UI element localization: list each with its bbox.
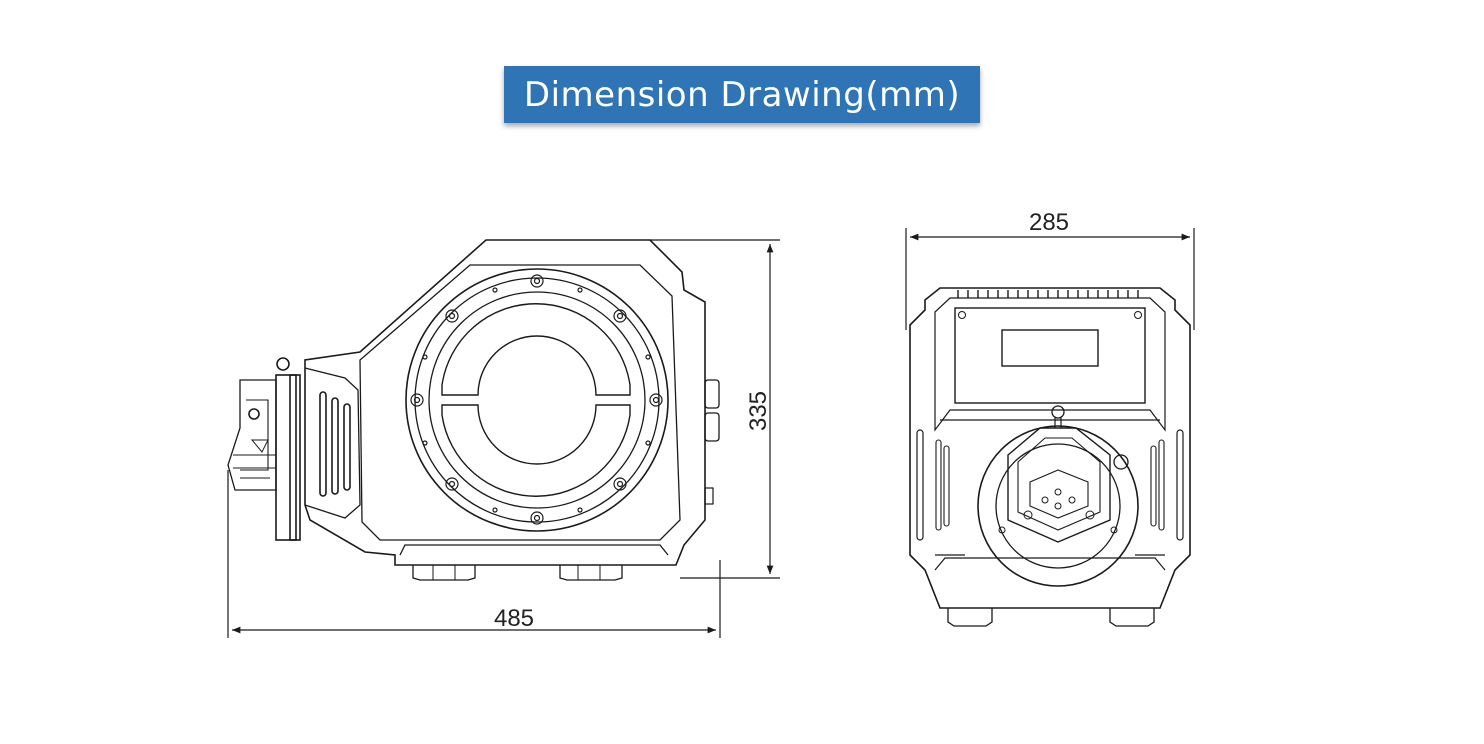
page-title: Dimension Drawing(mm): [523, 74, 961, 115]
title-banner: Dimension Drawing(mm): [504, 66, 980, 123]
width-dimension-label: 485: [494, 605, 534, 632]
side-view: [227, 239, 720, 581]
depth-dimension-label: 285: [1029, 209, 1069, 236]
front-view: [909, 287, 1191, 627]
height-dimension-label: 335: [745, 391, 772, 431]
side-dimension-lines: [227, 239, 780, 638]
front-dimension-lines: [905, 228, 1195, 330]
